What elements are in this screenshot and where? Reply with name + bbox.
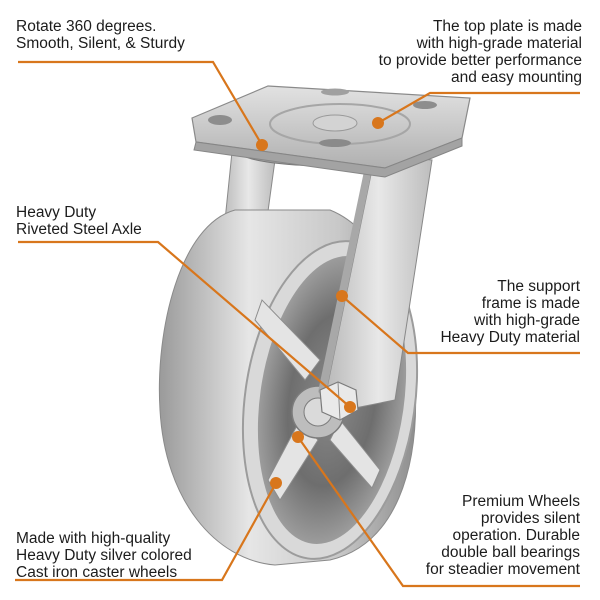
callout-dot-rotate xyxy=(256,139,268,151)
callout-dot-top-plate xyxy=(372,117,384,129)
callout-axle: Heavy Duty Riveted Steel Axle xyxy=(16,204,142,238)
leader-line-wheels xyxy=(297,436,580,588)
callout-cast-iron: Made with high-quality Heavy Duty silver… xyxy=(16,530,192,581)
callout-support-frame: The support frame is made with high-grad… xyxy=(440,278,580,346)
callout-dot-support-frame xyxy=(336,290,348,302)
leader-line-rotate xyxy=(18,60,263,146)
leader-line-top-plate xyxy=(377,91,580,124)
leader-line-axle xyxy=(18,240,351,408)
callout-dot-wheels xyxy=(292,431,304,443)
callout-dot-axle xyxy=(344,401,356,413)
leader-line-support-frame xyxy=(341,295,580,355)
callout-wheels: Premium Wheels provides silent operation… xyxy=(425,493,580,578)
callout-top-plate: The top plate is made with high-grade ma… xyxy=(378,18,582,86)
callout-rotate: Rotate 360 degrees. Smooth, Silent, & St… xyxy=(16,18,185,52)
leader-line-cast-iron xyxy=(15,482,277,582)
callout-dot-cast-iron xyxy=(270,477,282,489)
